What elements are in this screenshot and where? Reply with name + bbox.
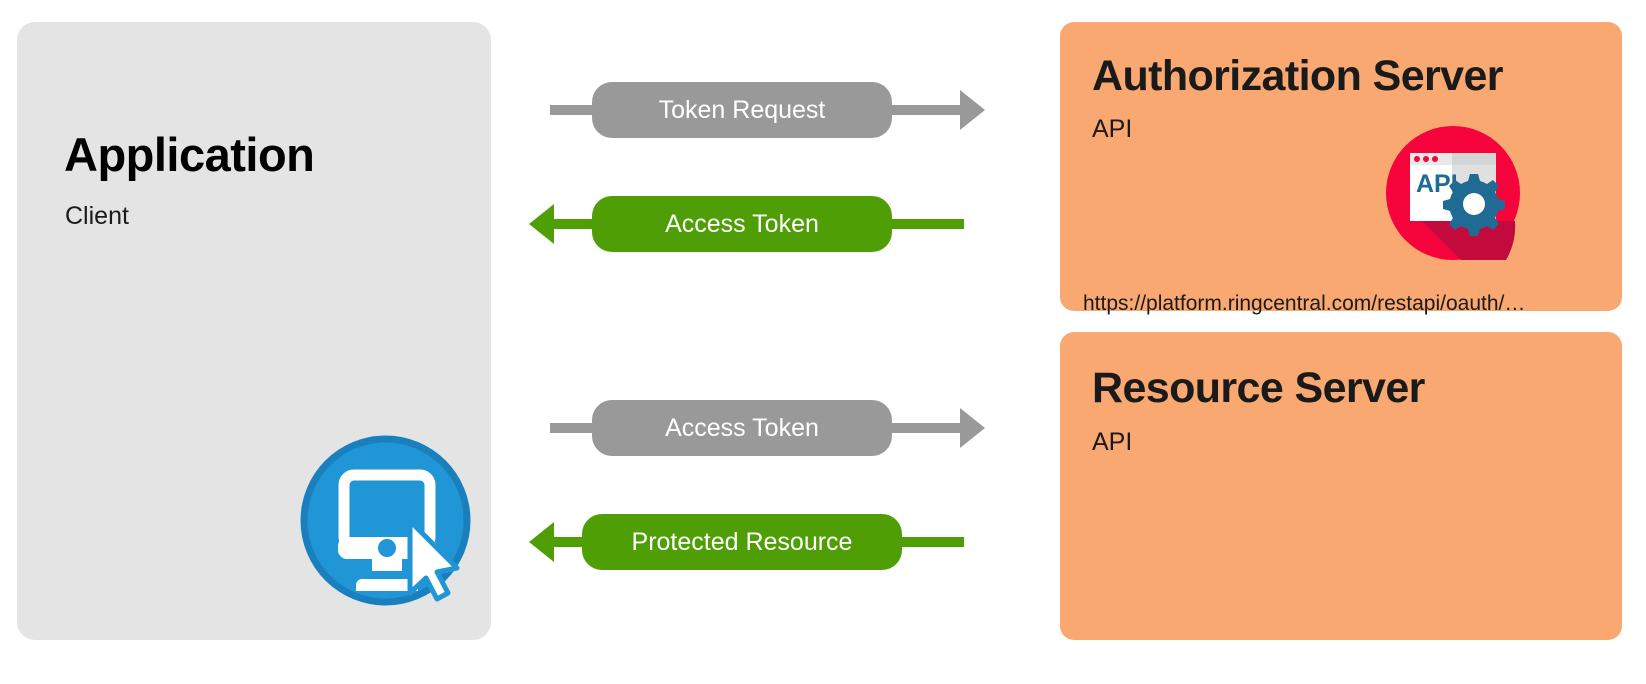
resource-server-title: Resource Server [1092,364,1425,412]
resource-server-subtitle: API [1092,428,1133,456]
application-panel: Application Client [17,22,491,640]
flow-access-token-authorization: Access Token [522,196,992,252]
application-title: Application [64,128,315,181]
authorization-server-subtitle: API [1092,115,1133,143]
flow-protected-resource: Protected Resource [522,514,992,570]
api-gear-icon: API [1386,126,1520,260]
svg-text:API: API [1416,170,1458,198]
flow-label-token-request: Token Request [658,96,826,124]
flow-token-request: Token Request [522,82,992,138]
flow-label-access-token-authorization: Access Token [665,210,819,238]
authorization-server-card: Authorization Server API API [1060,22,1622,315]
resource-server-card: Resource Server API API https://plar [1060,332,1622,640]
flow-access-token-resource: Access Token [522,400,992,456]
flow-label-access-token-resource: Access Token [665,414,819,442]
flow-label-protected-resource: Protected Resource [631,528,853,556]
application-subtitle: Client [65,202,129,230]
authorization-server-url: https://platform.ringcentral.com/restapi… [1083,292,1526,315]
authorization-server-title: Authorization Server [1092,52,1504,100]
monitor-cursor-icon [298,433,473,608]
